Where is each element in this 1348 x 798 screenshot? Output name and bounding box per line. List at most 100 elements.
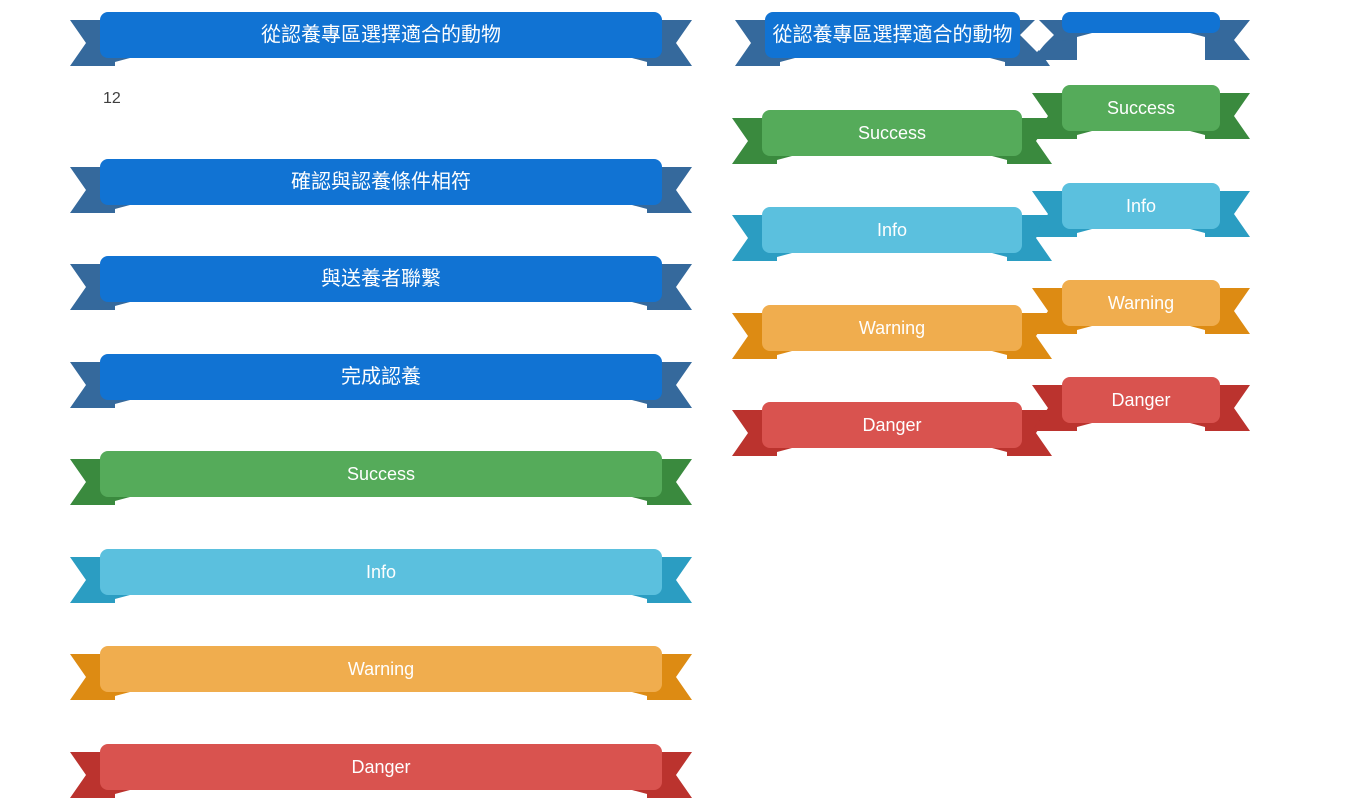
- ribbon-fold-right: [990, 58, 1020, 66]
- ribbon-info-wide: Info: [70, 549, 662, 603]
- ribbon-fold-right: [1190, 229, 1220, 237]
- ribbon-tail-left: [732, 215, 777, 261]
- right-ribbon-column: 從認養專區選擇適合的動物 Success Success Info Info: [700, 0, 1348, 793]
- ribbon-fold-left: [100, 205, 130, 213]
- ribbon-tail-right: [647, 167, 692, 213]
- ribbon-label: Success: [346, 464, 416, 484]
- ribbon-label: Danger: [351, 757, 411, 777]
- ribbon-fold-right: [632, 400, 662, 408]
- ribbon-tail-left: [70, 264, 115, 310]
- ribbon-tail-right: [1007, 410, 1052, 456]
- ribbon-fold-right: [632, 595, 662, 603]
- ribbon-label: Info: [365, 562, 397, 582]
- ribbon-tail-right: [1007, 118, 1052, 164]
- ribbon-tail-right: [1205, 385, 1250, 431]
- ribbon-fold-left: [762, 156, 792, 164]
- ribbon-warning-medium: Warning: [732, 305, 1022, 359]
- ribbon-label: 確認與認養條件相符: [291, 171, 471, 193]
- ribbon-fold-left: [1062, 229, 1092, 237]
- ribbon-adopt-step-2: 確認與認養條件相符: [70, 159, 662, 213]
- ribbon-fold-left: [100, 497, 130, 505]
- ribbon-tail-right: [647, 752, 692, 798]
- ribbon-label: Warning: [347, 659, 415, 679]
- ribbon-fold-left: [100, 595, 130, 603]
- ribbon-fold-left: [100, 692, 130, 700]
- ribbon-fold-left: [100, 58, 130, 66]
- ribbon-fold-right: [1190, 33, 1220, 41]
- diamond-icon: [1020, 18, 1054, 52]
- ribbon-adopt-step-1: 從認養專區選擇適合的動物: [70, 12, 662, 66]
- ribbon-tail-right: [647, 362, 692, 408]
- ribbon-tail-right: [1205, 20, 1250, 60]
- ribbon-empty: [1032, 12, 1220, 60]
- ribbon-danger-small: Danger: [1032, 377, 1220, 431]
- left-ribbon-column: 從認養專區選擇適合的動物 12 確認與認養條件相符 與送養者聯繫 完成認養 Su…: [70, 0, 695, 798]
- ribbon-tail-left: [732, 313, 777, 359]
- ribbon-label: Info: [1125, 196, 1157, 216]
- ribbon-fold-left: [1062, 131, 1092, 139]
- ribbon-tail-left: [70, 654, 115, 700]
- ribbon-fold-left: [1062, 33, 1092, 41]
- ribbon-tail-left: [732, 410, 777, 456]
- ribbon-adopt-step-1-small: 從認養專區選擇適合的動物: [735, 12, 1020, 66]
- ribbon-tail-right: [647, 557, 692, 603]
- ribbon-tail-left: [70, 167, 115, 213]
- ribbon-tail-left: [70, 362, 115, 408]
- count-text: 12: [103, 90, 121, 107]
- ribbon-tail-left: [732, 118, 777, 164]
- ribbon-label: 完成認養: [341, 366, 421, 388]
- ribbon-success-medium: Success: [732, 110, 1022, 164]
- ribbon-fold-right: [992, 156, 1022, 164]
- ribbon-label: Info: [876, 220, 908, 240]
- ribbon-tail-right: [647, 20, 692, 66]
- ribbon-fold-right: [992, 448, 1022, 456]
- ribbon-warning-small: Warning: [1032, 280, 1220, 334]
- ribbon-tail-right: [1205, 288, 1250, 334]
- ribbon-tail-right: [1205, 191, 1250, 237]
- ribbon-fold-left: [762, 253, 792, 261]
- ribbon-tail-right: [1007, 215, 1052, 261]
- ribbon-label: 與送養者聯繫: [321, 268, 441, 290]
- ribbon-fold-right: [1190, 423, 1220, 431]
- ribbon-danger-wide: Danger: [70, 744, 662, 798]
- ribbon-fold-right: [632, 205, 662, 213]
- ribbon-fold-left: [765, 58, 795, 66]
- ribbon-label: Success: [857, 123, 927, 143]
- ribbon-info-medium: Info: [732, 207, 1022, 261]
- ribbon-fold-left: [1062, 423, 1092, 431]
- ribbon-success-small: Success: [1032, 85, 1220, 139]
- ribbon-tail-left: [70, 557, 115, 603]
- ribbon-fold-left: [762, 351, 792, 359]
- ribbon-tail-left: [1032, 191, 1077, 237]
- ribbon-danger-medium: Danger: [732, 402, 1022, 456]
- ribbon-fold-left: [100, 790, 130, 798]
- ribbon-fold-right: [992, 351, 1022, 359]
- ribbon-label: 從認養專區選擇適合的動物: [261, 24, 501, 46]
- ribbon-label: 從認養專區選擇適合的動物: [772, 24, 1013, 46]
- ribbon-fold-right: [632, 58, 662, 66]
- ribbon-adopt-step-3: 與送養者聯繫: [70, 256, 662, 310]
- ribbon-fold-left: [762, 448, 792, 456]
- ribbon-label: Danger: [862, 415, 922, 435]
- ribbon-tail-left: [1032, 288, 1077, 334]
- ribbon-fold-right: [632, 497, 662, 505]
- ribbon-label: Warning: [1107, 293, 1175, 313]
- ribbon-label: Warning: [858, 318, 926, 338]
- ribbon-success-wide: Success: [70, 451, 662, 505]
- ribbon-fold-right: [1190, 131, 1220, 139]
- ribbon-tail-left: [70, 752, 115, 798]
- ribbon-warning-wide: Warning: [70, 646, 662, 700]
- ribbon-tail-left: [1032, 93, 1077, 139]
- ribbon-fold-right: [1190, 326, 1220, 334]
- ribbon-tail-left: [70, 459, 115, 505]
- ribbon-fold-right: [632, 302, 662, 310]
- ribbon-fold-left: [100, 400, 130, 408]
- ribbon-tail-right: [647, 654, 692, 700]
- ribbon-fold-left: [1062, 326, 1092, 334]
- ribbon-tail-left: [1032, 385, 1077, 431]
- ribbon-adopt-step-4: 完成認養: [70, 354, 662, 408]
- ribbon-tail-right: [647, 264, 692, 310]
- ribbon-fold-right: [632, 692, 662, 700]
- ribbon-label: Danger: [1111, 390, 1171, 410]
- ribbon-tail-left: [70, 20, 115, 66]
